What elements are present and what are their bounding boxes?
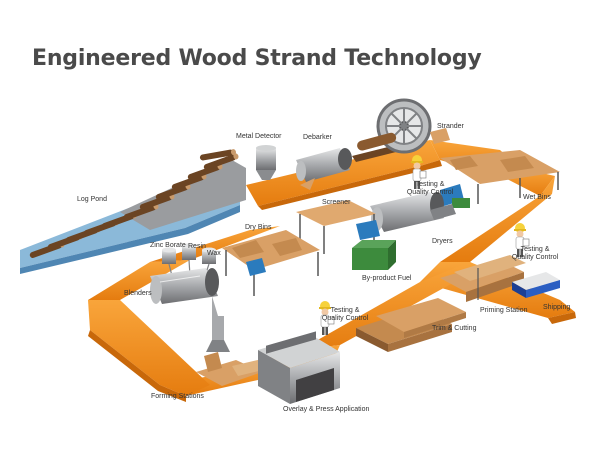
blender [150,268,230,352]
label-testing-qc-1: Testing &Quality Control [406,181,454,196]
label-testing-qc-3: Testing &Quality Control [321,307,369,322]
screener [296,200,396,270]
label-blenders: Blenders [124,290,152,297]
label-metal-detector: Metal Detector [236,133,282,140]
label-overlay-press: Overlay & Press Application [283,406,370,413]
label-testing-qc-2: Testing &Quality Control [511,246,559,261]
label-dryers: Dryers [432,238,453,245]
strander [357,98,450,154]
label-log-pond: Log Pond [77,196,107,203]
trim-cutting [356,298,466,352]
page-title: Engineered Wood Strand Technology [32,46,482,71]
label-strander: Strander [437,123,464,130]
label-byproduct-fuel: By-product Fuel [362,275,412,282]
label-wet-bins: Wet Bins [523,194,551,201]
label-screener: Screener [322,199,351,206]
label-dry-bins: Dry Bins [245,224,272,231]
dry-bins [222,230,320,296]
log-pond [20,148,246,274]
label-priming-station: Priming Station [480,307,528,314]
label-zinc-borate: Zinc Borate [150,242,186,249]
priming-station [440,255,526,302]
press [258,331,340,404]
shipping-stack [512,272,560,298]
wet-bins [440,150,560,208]
label-trim-cutting: Trim & Cutting [432,325,477,332]
label-forming-stations: Forming Stations [151,393,204,400]
metal-detector [256,145,276,180]
label-shipping: Shipping [543,304,571,311]
label-resin: Resin [188,243,206,250]
label-wax: Wax [207,250,221,257]
label-debarker: Debarker [303,134,332,141]
additive-tanks [162,243,216,277]
